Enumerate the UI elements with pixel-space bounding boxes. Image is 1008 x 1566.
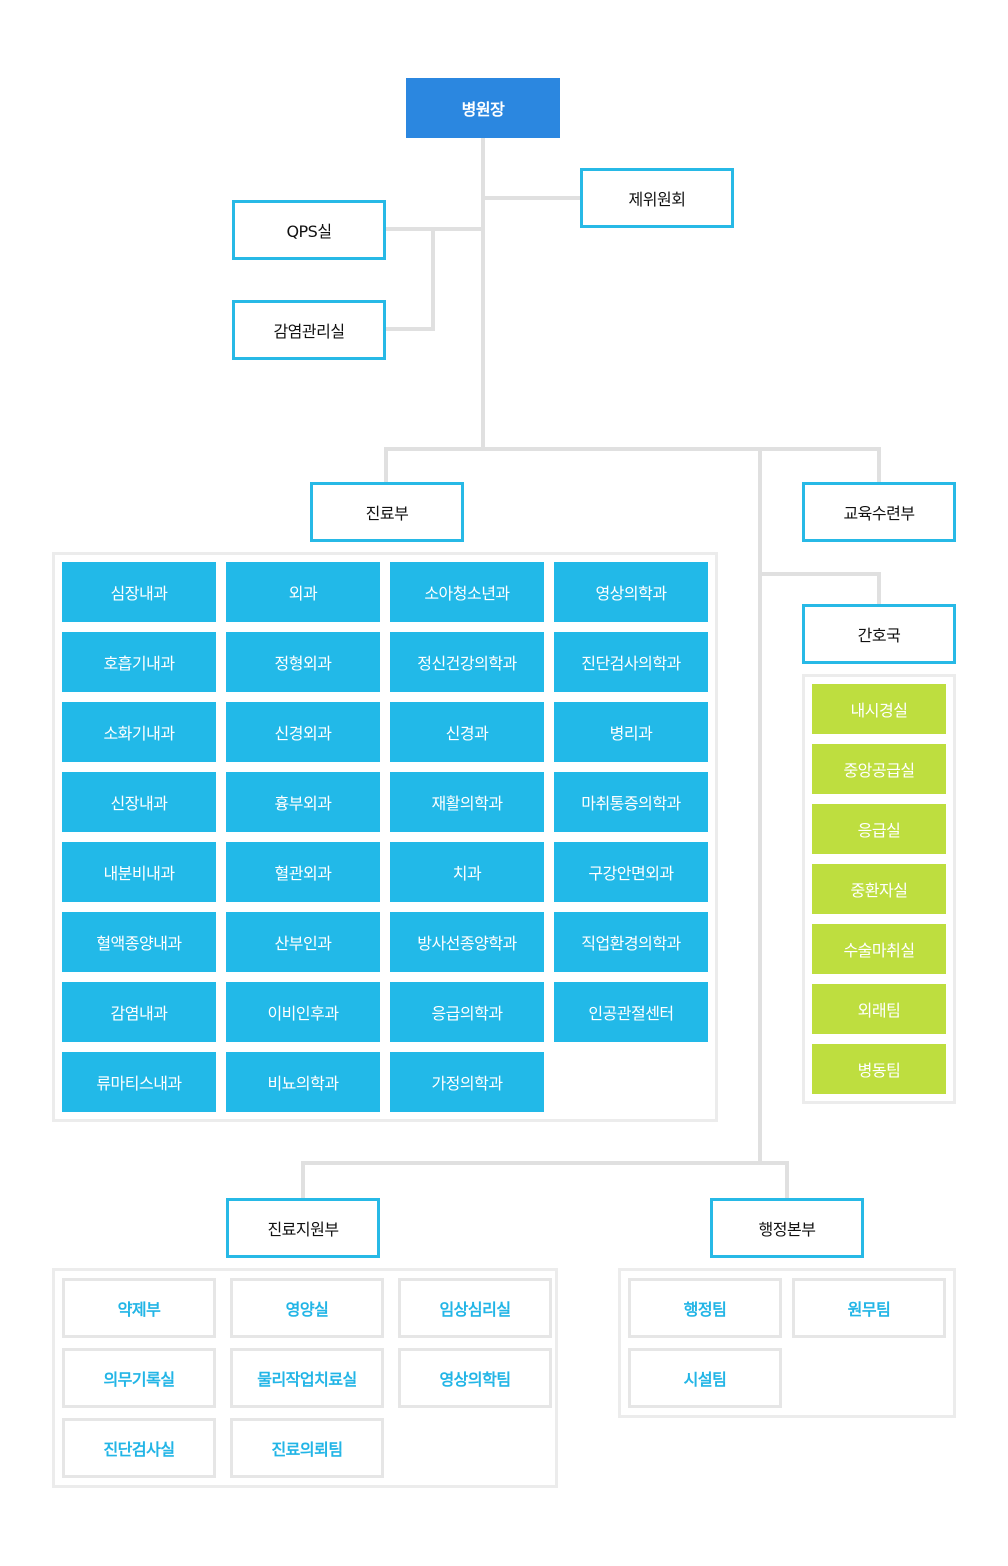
director-box: 병원장 — [406, 78, 560, 138]
support-unit-item[interactable]: 임상심리실 — [398, 1278, 552, 1338]
connector-line — [481, 136, 485, 449]
department-item[interactable]: 소화기내과 — [62, 702, 216, 762]
department-item[interactable]: 마취통증의학과 — [554, 772, 708, 832]
department-item[interactable]: 신장내과 — [62, 772, 216, 832]
admin-team-item[interactable]: 행정팀 — [628, 1278, 782, 1338]
connector-line — [301, 1161, 305, 1201]
nursing-unit-item[interactable]: 중환자실 — [812, 864, 946, 914]
department-item[interactable]: 구강안면외과 — [554, 842, 708, 902]
education-dept-box: 교육수련부 — [802, 482, 956, 542]
nursing-unit-item[interactable]: 중앙공급실 — [812, 744, 946, 794]
admin-team-item[interactable]: 시설팀 — [628, 1348, 782, 1408]
department-item[interactable]: 영상의학과 — [554, 562, 708, 622]
connector-line — [384, 447, 881, 451]
connector-line — [384, 327, 435, 331]
connector-line — [877, 572, 881, 607]
department-item[interactable]: 직업환경의학과 — [554, 912, 708, 972]
department-item[interactable]: 심장내과 — [62, 562, 216, 622]
nursing-unit-item[interactable]: 응급실 — [812, 804, 946, 854]
department-item[interactable]: 신경외과 — [226, 702, 380, 762]
nursing-unit-item[interactable]: 외래팀 — [812, 984, 946, 1034]
connector-line — [384, 447, 388, 485]
department-item[interactable]: 정형외과 — [226, 632, 380, 692]
admin-team-item[interactable]: 원무팀 — [792, 1278, 946, 1338]
admin-dept-box: 행정본부 — [710, 1198, 864, 1258]
department-item[interactable]: 혈관외과 — [226, 842, 380, 902]
department-item[interactable]: 가정의학과 — [390, 1052, 544, 1112]
support-unit-item[interactable]: 영양실 — [230, 1278, 384, 1338]
department-item[interactable]: 류마티스내과 — [62, 1052, 216, 1112]
department-item[interactable]: 인공관절센터 — [554, 982, 708, 1042]
department-item[interactable]: 진단검사의학과 — [554, 632, 708, 692]
department-item[interactable]: 응급의학과 — [390, 982, 544, 1042]
qps-box: QPS실 — [232, 200, 386, 260]
infection-control-box: 감염관리실 — [232, 300, 386, 360]
nursing-unit-item[interactable]: 병동팀 — [812, 1044, 946, 1094]
department-item[interactable]: 감염내과 — [62, 982, 216, 1042]
support-unit-item[interactable]: 진료의뢰팀 — [230, 1418, 384, 1478]
connector-line — [301, 1161, 789, 1165]
connector-line — [758, 447, 762, 1165]
department-item[interactable]: 혈액종양내과 — [62, 912, 216, 972]
nursing-unit-item[interactable]: 수술마취실 — [812, 924, 946, 974]
department-item[interactable]: 재활의학과 — [390, 772, 544, 832]
department-item[interactable]: 흉부외과 — [226, 772, 380, 832]
connector-line — [431, 227, 435, 331]
department-item[interactable]: 소아청소년과 — [390, 562, 544, 622]
connector-line — [760, 572, 881, 576]
support-unit-item[interactable]: 진단검사실 — [62, 1418, 216, 1478]
support-unit-item[interactable]: 영상의학팀 — [398, 1348, 552, 1408]
support-unit-item[interactable]: 의무기록실 — [62, 1348, 216, 1408]
department-item[interactable]: 비뇨의학과 — [226, 1052, 380, 1112]
department-item[interactable]: 산부인과 — [226, 912, 380, 972]
department-item[interactable]: 병리과 — [554, 702, 708, 762]
department-item[interactable]: 신경과 — [390, 702, 544, 762]
nursing-dept-box: 간호국 — [802, 604, 956, 664]
committee-box: 제위원회 — [580, 168, 734, 228]
support-dept-box: 진료지원부 — [226, 1198, 380, 1258]
nursing-unit-item[interactable]: 내시경실 — [812, 684, 946, 734]
connector-line — [483, 196, 583, 200]
department-item[interactable]: 치과 — [390, 842, 544, 902]
support-unit-item[interactable]: 약제부 — [62, 1278, 216, 1338]
support-unit-item[interactable]: 물리작업치료실 — [230, 1348, 384, 1408]
department-item[interactable]: 호흡기내과 — [62, 632, 216, 692]
connector-line — [877, 447, 881, 485]
department-item[interactable]: 방사선종양학과 — [390, 912, 544, 972]
connector-line — [785, 1161, 789, 1201]
department-item[interactable]: 정신건강의학과 — [390, 632, 544, 692]
department-item[interactable]: 이비인후과 — [226, 982, 380, 1042]
department-item[interactable]: 외과 — [226, 562, 380, 622]
medical-dept-box: 진료부 — [310, 482, 464, 542]
department-item[interactable]: 내분비내과 — [62, 842, 216, 902]
